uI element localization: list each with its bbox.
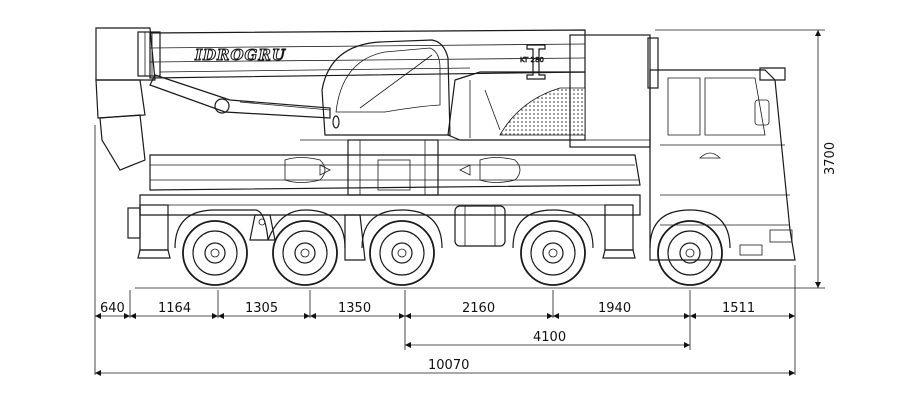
dim-4100: 4100 xyxy=(533,330,566,345)
chassis xyxy=(139,139,641,216)
dim-1164: 1164 xyxy=(158,301,191,316)
dim-10070: 10070 xyxy=(428,358,469,373)
svg-text:KT 280: KT 280 xyxy=(520,56,544,64)
wheel-5 xyxy=(657,220,723,286)
operator-cabin xyxy=(321,39,451,136)
dim-1511: 1511 xyxy=(722,301,755,316)
wheel-1 xyxy=(182,220,248,286)
model-badge: KT 280 xyxy=(520,44,546,80)
outriggers xyxy=(127,204,636,259)
fuel-tank xyxy=(454,205,506,247)
truck-cab xyxy=(649,67,796,261)
dim-640: 640 xyxy=(100,301,125,316)
wheels xyxy=(174,209,731,286)
brand-logo: IDROGRU xyxy=(194,46,286,64)
dim-3700: 3700 xyxy=(823,142,838,175)
dim-1940: 1940 xyxy=(598,301,631,316)
dim-1350: 1350 xyxy=(338,301,371,316)
dimension-lines xyxy=(94,29,825,376)
dim-2160: 2160 xyxy=(462,301,495,316)
boom xyxy=(95,27,586,171)
wheel-3 xyxy=(369,220,435,286)
superstructure xyxy=(300,71,650,141)
dim-1305: 1305 xyxy=(245,301,278,316)
wheel-2 xyxy=(272,220,338,286)
wheel-4 xyxy=(520,220,586,286)
